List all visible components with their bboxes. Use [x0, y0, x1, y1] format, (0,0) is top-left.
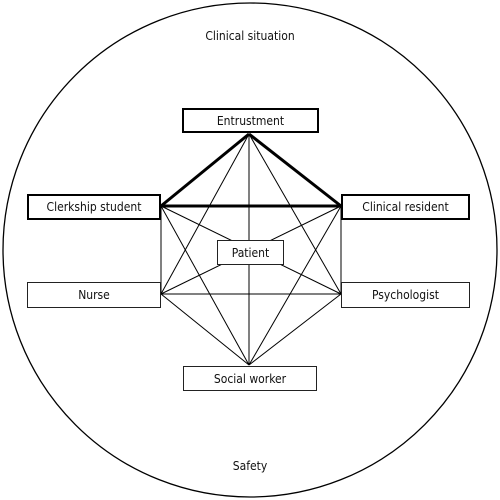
node-patient: Patient: [217, 240, 284, 265]
link-nurse-social-worker: [160, 293, 250, 366]
context-top-label: Clinical situation: [205, 29, 295, 43]
link-entrustment-nurse: [160, 133, 250, 295]
connection-lines: [160, 132, 342, 366]
link-clinical-resident-social-worker: [248, 205, 342, 366]
node-entrustment: Entrustment: [182, 108, 319, 133]
link-clerkship-student-social-worker: [160, 205, 250, 366]
node-nurse: Nurse: [27, 282, 161, 308]
link-entrustment-clerkship-student: [160, 132, 250, 208]
link-psychologist-social-worker: [248, 293, 342, 366]
node-psychologist: Psychologist: [341, 282, 470, 308]
link-entrustment-psychologist: [248, 133, 342, 295]
link-entrustment-clinical-resident: [248, 132, 342, 208]
node-social-worker: Social worker: [183, 366, 317, 391]
node-clinical-resident: Clinical resident: [341, 194, 470, 220]
context-bottom-label: Safety: [232, 459, 268, 473]
node-clerkship-student: Clerkship student: [27, 194, 161, 220]
